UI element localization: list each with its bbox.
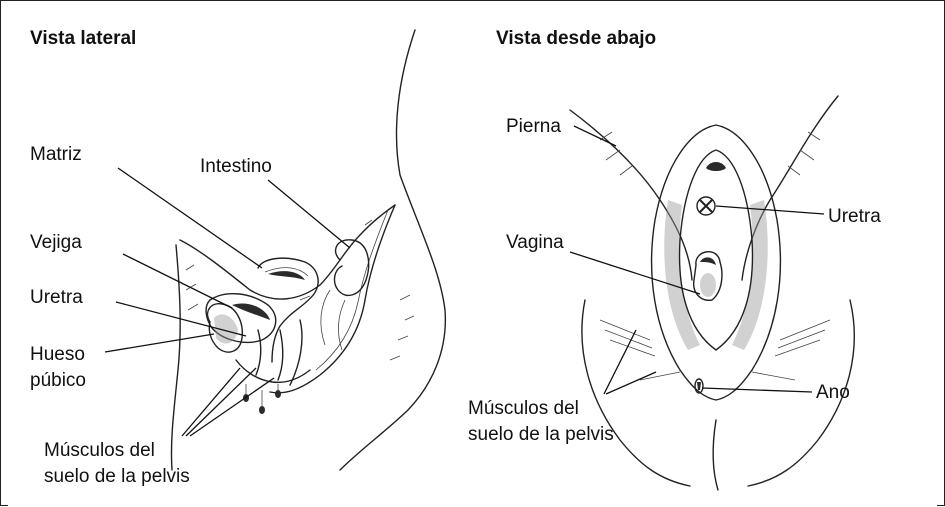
bladder-shadow [232,303,270,320]
label-vagina: Vagina [506,232,564,254]
label-musculos-lateral-line1: Músculos del [44,440,155,462]
label-musculos-below-line2: suelo de la pelvis [468,424,614,446]
body-outline-back [340,30,445,470]
lateral-leader-lines [105,168,350,436]
label-intestino: Intestino [200,156,272,178]
label-hueso-line2: púbico [30,370,86,392]
clitoris-hood [706,162,726,171]
vulva-inner [680,150,753,350]
label-hueso-line1: Hueso [30,344,85,366]
pelvic-wall [180,205,395,299]
intestine [335,240,369,296]
lateral-view-drawing [171,30,445,470]
label-pierna: Pierna [506,116,561,138]
label-ano: Ano [816,382,850,404]
label-musculos-below-line1: Músculos del [468,398,579,420]
pelvic-floor-bands [600,320,830,356]
label-uretra-below: Uretra [828,206,881,228]
below-view-title: Vista desde abajo [496,28,656,50]
buttocks [582,300,854,486]
label-matriz: Matriz [30,144,82,166]
lateral-view-title: Vista lateral [30,28,136,50]
label-vejiga: Vejiga [30,232,82,254]
label-musculos-lateral-line2: suelo de la pelvis [44,466,190,488]
label-uretra-lateral: Uretra [30,287,83,309]
